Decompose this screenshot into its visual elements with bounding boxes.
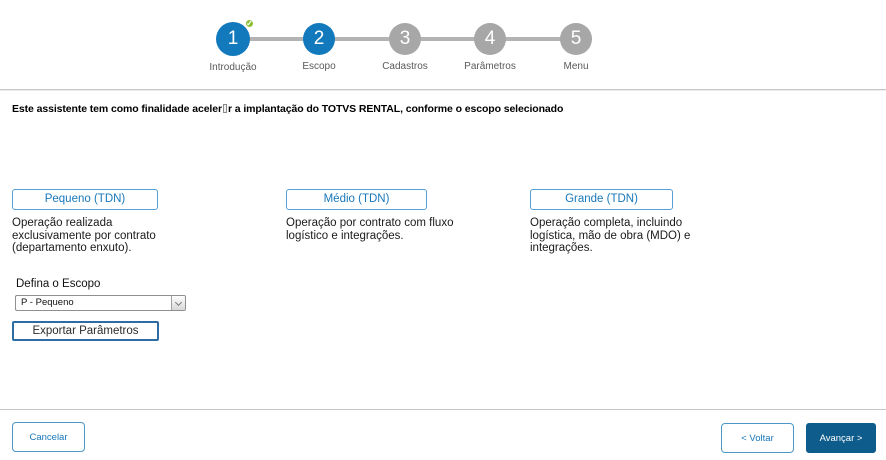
step-circle-4[interactable]: 4 <box>474 23 506 55</box>
step-number: 3 <box>399 28 411 49</box>
step-number: 2 <box>313 28 325 49</box>
check-icon: ✓ <box>244 18 255 29</box>
grande-description: Operação completa, incluindo logística, … <box>530 217 691 255</box>
intro-text: Este assistente tem como finalidade acel… <box>12 103 564 115</box>
step-circle-1[interactable]: 1 ✓ <box>216 18 255 56</box>
step-escopo: 2 Escopo <box>274 0 364 72</box>
step-circle-2[interactable]: 2 <box>303 23 335 55</box>
step-circle-3[interactable]: 3 <box>389 23 421 55</box>
step-number: 1 <box>227 28 239 49</box>
text-cursor-icon <box>222 104 227 113</box>
step-label: Introdução <box>209 62 257 73</box>
grande-tdn-button[interactable]: Grande (TDN) <box>530 189 673 210</box>
step-number: 5 <box>570 28 582 49</box>
step-introducao: 1 ✓ Introdução <box>188 0 278 73</box>
option-medio: Médio (TDN) Operação por contrato com fl… <box>286 189 491 242</box>
escopo-selected-value: P - Pequeno <box>21 297 74 308</box>
step-circle-5[interactable]: 5 <box>560 23 592 55</box>
escopo-select[interactable]: P - Pequeno <box>15 295 186 311</box>
stepper: 1 ✓ Introdução 2 Escopo 3 Cadastros 4 Pa… <box>0 0 886 90</box>
medio-description: Operação por contrato com fluxo logístic… <box>286 217 454 242</box>
step-cadastros: 3 Cadastros <box>360 0 450 72</box>
step-label: Menu <box>563 61 589 72</box>
step-number: 4 <box>484 28 496 49</box>
pequeno-tdn-button[interactable]: Pequeno (TDN) <box>12 189 158 210</box>
chevron-down-icon[interactable] <box>171 296 185 310</box>
next-button[interactable]: Avançar > <box>806 423 876 453</box>
pequeno-description: Operação realizada exclusivamente por co… <box>12 217 156 255</box>
step-label: Cadastros <box>382 61 428 72</box>
escopo-label: Defina o Escopo <box>16 278 101 290</box>
step-menu: 5 Menu <box>531 0 621 72</box>
cancel-button[interactable]: Cancelar <box>12 422 85 452</box>
step-label: Parâmetros <box>464 61 516 72</box>
step-label: Escopo <box>302 61 336 72</box>
footer-bar: Cancelar < Voltar Avançar > <box>0 409 886 460</box>
option-grande: Grande (TDN) Operação completa, incluind… <box>530 189 722 255</box>
step-parametros: 4 Parâmetros <box>445 0 535 72</box>
option-pequeno: Pequeno (TDN) Operação realizada exclusi… <box>12 189 194 255</box>
export-parameters-button[interactable]: Exportar Parâmetros <box>12 321 159 341</box>
back-button[interactable]: < Voltar <box>721 423 794 453</box>
medio-tdn-button[interactable]: Médio (TDN) <box>286 189 427 210</box>
